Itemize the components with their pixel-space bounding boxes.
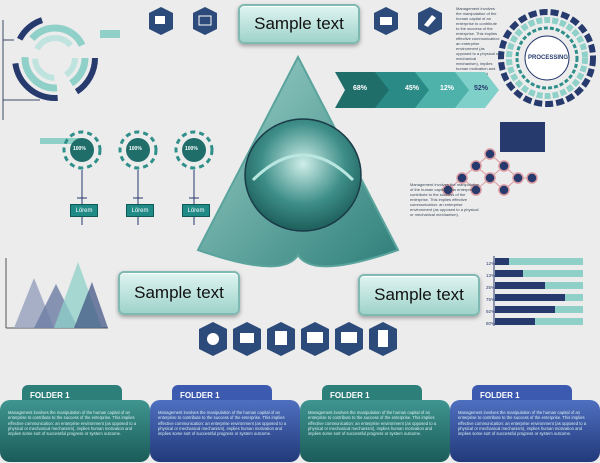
bar-label-4: 75% <box>486 297 496 302</box>
radial-chart-left <box>2 15 120 144</box>
circle-label-2: 100% <box>129 146 142 152</box>
folder-card-3[interactable]: FOLDER 1 Management involves the manipul… <box>300 370 450 463</box>
hex-icon-2 <box>193 7 217 35</box>
folder-text-1: Management involves the manipulation of … <box>0 400 150 462</box>
bar-label-2: 13% <box>486 273 496 278</box>
bar-label-1: 12% <box>486 261 496 266</box>
circle-label-3: 100% <box>185 146 198 152</box>
sample-text-button-left[interactable]: Sample text <box>118 271 240 315</box>
folder-text-2: Management involves the manipulation of … <box>150 400 300 462</box>
bar-label-6: 80% <box>486 321 496 326</box>
circle-label-1: 100% <box>73 146 86 152</box>
bar-chart-right <box>493 256 583 326</box>
bar-label-5: 92% <box>486 309 496 314</box>
central-triangle <box>196 55 400 268</box>
arrow-label-3: 12% <box>440 85 455 92</box>
folder-text-3: Management involves the manipulation of … <box>300 400 450 462</box>
arrow-label-4: 52% <box>474 85 489 92</box>
folder-card-4[interactable]: FOLDER 1 Management involves the manipul… <box>450 370 600 463</box>
sample-text-button-top[interactable]: Sample text <box>238 4 360 44</box>
folder-card-2[interactable]: FOLDER 1 Management involves the manipul… <box>150 370 300 463</box>
text-block-middle-right: Management involves the manipulation of … <box>410 182 480 217</box>
folder-card-1[interactable]: FOLDER 1 Management involves the manipul… <box>0 370 150 463</box>
processing-label: PROCESSING <box>527 55 568 61</box>
folder-text-4: Management involves the manipulation of … <box>450 400 600 462</box>
lorem-badge-2: Lörem <box>126 204 154 217</box>
bar-labels: 12% 13% 25% 75% 92% 80% <box>486 258 495 330</box>
hex-icon-group-top <box>149 7 217 35</box>
lorem-badge-3: Lörem <box>182 204 210 217</box>
bar-label-3: 25% <box>486 285 496 290</box>
arrow-label-2: 45% <box>405 85 420 92</box>
network-diagram <box>442 122 545 196</box>
hex-icon-group-top-right <box>374 7 442 35</box>
hex-icon-row-bottom <box>199 322 397 356</box>
lorem-badge-1: Lörem <box>70 204 98 217</box>
arrow-chain <box>335 72 499 108</box>
processing-circle <box>498 9 596 107</box>
sample-text-button-right[interactable]: Sample text <box>358 274 480 316</box>
mountain-chart <box>5 258 108 329</box>
arrow-label-1: 68% <box>353 85 368 92</box>
